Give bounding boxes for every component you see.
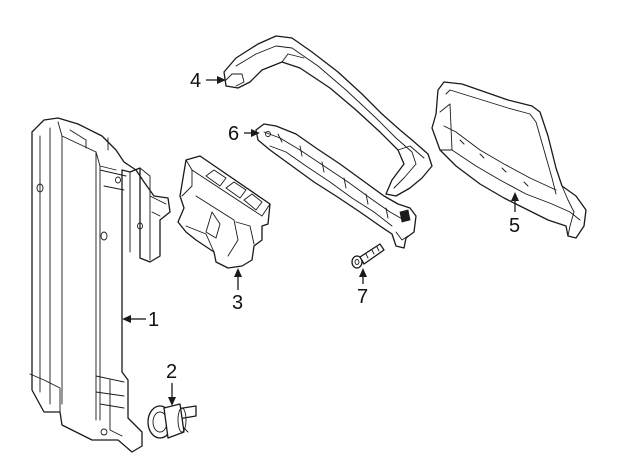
callout-4: 4	[190, 70, 201, 92]
arrow-2	[168, 397, 176, 406]
part-5-frame	[431, 81, 587, 239]
callout-labels: 1 2 3 4 5 6 7	[148, 70, 520, 383]
callout-7: 7	[357, 286, 368, 308]
arrow-7	[359, 268, 367, 277]
part-4-deflector	[223, 35, 433, 197]
callout-1: 1	[148, 309, 159, 331]
arrow-4	[217, 76, 226, 84]
callout-6: 6	[228, 123, 239, 145]
callout-2: 2	[166, 361, 177, 383]
callout-5: 5	[509, 215, 520, 237]
callout-3: 3	[232, 292, 243, 314]
part-7-bolt	[351, 243, 385, 269]
part-1-bracket	[29, 117, 171, 453]
arrow-3	[234, 268, 242, 277]
part-2-grommet	[147, 403, 197, 439]
arrow-6	[251, 129, 260, 137]
callout-leaders	[122, 76, 519, 406]
arrow-5	[511, 192, 519, 201]
part-6-rail	[255, 123, 417, 249]
arrow-1	[122, 315, 131, 323]
part-3-air-guide	[177, 155, 271, 269]
